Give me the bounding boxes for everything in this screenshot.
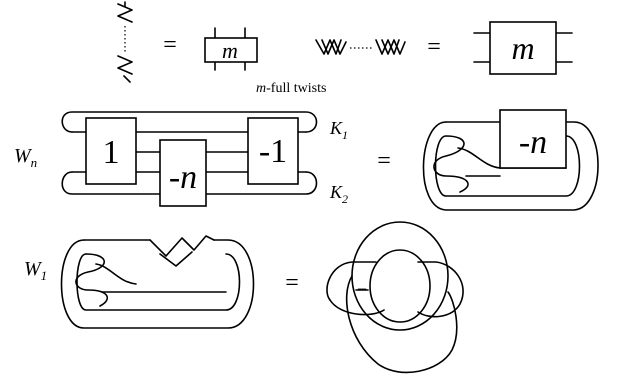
equals-sign-3: = <box>377 148 391 174</box>
m-box-horizontal-label: m <box>511 30 534 66</box>
vertical-twist-column <box>117 1 133 83</box>
W-1-equivalent-diagram <box>326 221 464 374</box>
K1-label: K1 <box>329 118 348 142</box>
m-box-vertical-label: m <box>222 38 238 63</box>
m-box-vertical: m <box>204 27 258 71</box>
equals-sign-4: = <box>285 270 299 296</box>
K2-base: K <box>329 182 343 202</box>
box-minus-1-label: -1 <box>259 133 287 170</box>
W-n-subscript: n <box>31 155 38 170</box>
K2-label: K2 <box>329 182 348 206</box>
W-n-link-diagram: 1 -n -1 <box>61 111 318 207</box>
W-1-link-diagram <box>60 235 255 329</box>
horizontal-twist-row <box>315 39 406 55</box>
m-full-twists-text: -full twists <box>266 81 326 96</box>
W-n-clasp-diagram: -n <box>422 109 599 211</box>
W-1-base: W <box>24 258 43 280</box>
box-minus-n-label: -n <box>169 159 197 196</box>
m-box-horizontal: m <box>473 21 573 75</box>
box-1-label: 1 <box>103 134 120 171</box>
K2-subscript: 2 <box>342 192 348 206</box>
m-full-twists-var: m <box>256 81 266 96</box>
clasp-box-minus-n-label: -n <box>519 124 547 161</box>
K1-base: K <box>329 118 343 138</box>
W-n-base: W <box>14 145 33 167</box>
W-1-subscript: 1 <box>41 268 48 283</box>
W-1-label: W1 <box>24 258 47 283</box>
W-n-label: Wn <box>14 145 37 170</box>
equals-sign-2: = <box>427 34 441 60</box>
clasp-minus-sign: − <box>357 279 367 299</box>
equals-sign-1: = <box>163 32 177 58</box>
m-full-twists-caption: m-full twists <box>256 81 326 96</box>
K1-subscript: 1 <box>342 128 348 142</box>
